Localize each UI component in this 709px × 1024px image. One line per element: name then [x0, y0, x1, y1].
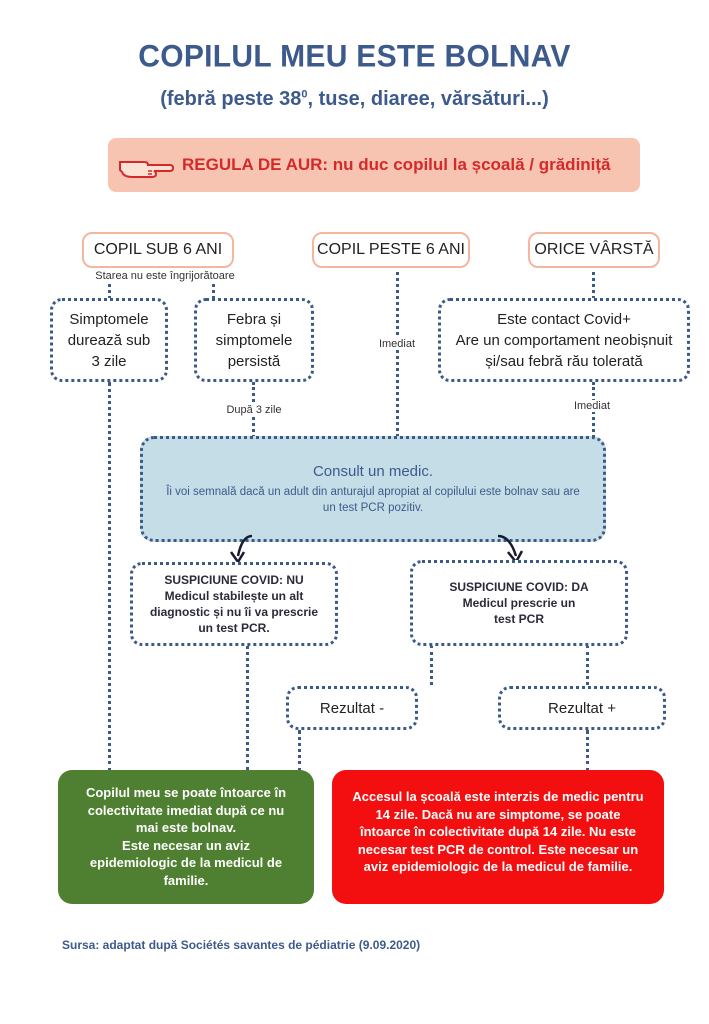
connector-no-down: [246, 645, 249, 771]
golden-rule-text: REGULA DE AUR: nu duc copilul la școală …: [182, 155, 611, 174]
age-under6-pill: COPIL SUB 6 ANI: [82, 232, 234, 268]
consult-doctor-box: Consult un medic. Îi voi semnală dacă un…: [140, 436, 606, 542]
box-fever-text: Febra și simptomele persistă: [216, 309, 293, 372]
outcome-green-line: mai este bolnav.: [135, 820, 237, 835]
box-fever-persists: Febra și simptomele persistă: [194, 298, 314, 382]
connector-over6-down: [396, 265, 399, 437]
outcome-green-line: epidemiologic de la medicul de: [89, 855, 283, 870]
outcome-red-line: Accesul la școală este interzis de medic…: [352, 789, 644, 804]
outcome-green-line: Este necesar un aviz: [122, 837, 250, 853]
box-suspicion-no: SUSPICIUNE COVID: NU Medicul stabilește …: [130, 562, 338, 646]
connector-under6-left: [108, 265, 111, 299]
connector-neg-down: [298, 730, 301, 772]
outcome-red-line: întoarce în colectivitate după 14 zile. …: [360, 824, 636, 839]
note-state: Starea nu este îngrijorătoare: [80, 270, 250, 282]
outcome-red-line: aviz epidemiologic de la medicul de fami…: [363, 859, 633, 874]
box-suspicion-yes: SUSPICIUNE COVID: DA Medicul prescrie un…: [410, 560, 628, 646]
connector-yes-left: [430, 645, 433, 685]
golden-rule-banner: [108, 138, 640, 192]
note-immediately-left: Imediat: [372, 338, 422, 350]
suspicion-yes-line: SUSPICIUNE COVID: DA: [449, 580, 589, 594]
result-negative: Rezultat -: [286, 686, 418, 730]
box-symptoms-line: Simptomele: [69, 310, 149, 328]
suspicion-yes-line: Medicul prescrie un: [462, 596, 576, 610]
page-subtitle: (febră peste 380, tuse, diaree, vărsătur…: [0, 88, 709, 111]
box-contact-line: și/sau febră rău tolerată: [485, 352, 643, 370]
pointing-hand-icon: [119, 161, 174, 178]
result-positive: Rezultat +: [498, 686, 666, 730]
outcome-forbidden-box: Accesul la școală este interzis de medic…: [332, 770, 664, 904]
source-note: Sursa: adaptat după Sociétés savantes de…: [62, 938, 421, 952]
suspicion-no-line: SUSPICIUNE COVID: NU: [164, 573, 304, 587]
outcome-green-line: Copilul meu se poate întoarce în: [85, 785, 287, 800]
connector-any-down: [592, 265, 595, 299]
box-symptoms-3days: Simptomele durează sub 3 zile: [50, 298, 168, 382]
outcome-green-line: colectivitate imediat după ce nu: [87, 802, 285, 818]
note-after-3-days: După 3 zile: [212, 404, 296, 416]
box-symptoms-line: 3 zile: [91, 352, 127, 370]
connector-under6-right: [212, 265, 215, 299]
outcome-return-box: Copilul meu se poate întoarce în colecti…: [58, 770, 314, 904]
subtitle-suffix: , tuse, diaree, vărsături...): [307, 88, 549, 110]
suspicion-no-line: Medicul stabilește un alt: [164, 589, 304, 603]
box-symptoms-text: Simptomele durează sub 3 zile: [68, 309, 151, 372]
connector-pos-down: [586, 730, 589, 772]
outcome-red-line: necesar test PCR de control. Este necesa…: [357, 841, 639, 857]
suspicion-yes-text: SUSPICIUNE COVID: DA Medicul prescrie un…: [449, 579, 588, 627]
box-contact-text: Este contact Covid+ Are un comportament …: [456, 309, 673, 372]
suspicion-yes-line: test PCR: [493, 612, 544, 626]
box-fever-line: Febra și: [226, 310, 282, 328]
box-symptoms-line: durează sub: [67, 331, 151, 349]
box-fever-line: persistă: [227, 352, 281, 370]
box-contact-line: Are un comportament neobișnuit: [455, 331, 673, 349]
subtitle-prefix: (febră peste 38: [160, 88, 302, 110]
consult-title: Consult un medic.: [312, 463, 434, 480]
box-fever-line: simptomele: [215, 331, 293, 349]
subtitle-sup: 0: [301, 88, 308, 101]
age-over6-pill: COPIL PESTE 6 ANI: [312, 232, 470, 268]
age-any-pill: ORICE VÂRSTĂ: [528, 232, 660, 268]
page-title: COPILUL MEU ESTE BOLNAV: [138, 39, 571, 74]
connector-yes-right: [586, 645, 589, 685]
note-immediately-right: Imediat: [566, 400, 618, 412]
suspicion-no-line: un test PCR.: [198, 621, 270, 635]
consult-text: Îi voi semnală dacă un adult din anturaj…: [166, 486, 580, 514]
outcome-green-line: familie.: [163, 872, 209, 888]
box-contact: Este contact Covid+ Are un comportament …: [438, 298, 690, 382]
connector-symptoms-down: [108, 382, 111, 772]
box-contact-line: Este contact Covid+: [497, 310, 631, 328]
suspicion-no-line: diagnostic și nu îi va prescrie: [149, 605, 319, 619]
suspicion-no-text: SUSPICIUNE COVID: NU Medicul stabilește …: [150, 572, 318, 636]
outcome-red-line: 14 zile. Dacă nu are simptome, se poate: [375, 806, 621, 822]
